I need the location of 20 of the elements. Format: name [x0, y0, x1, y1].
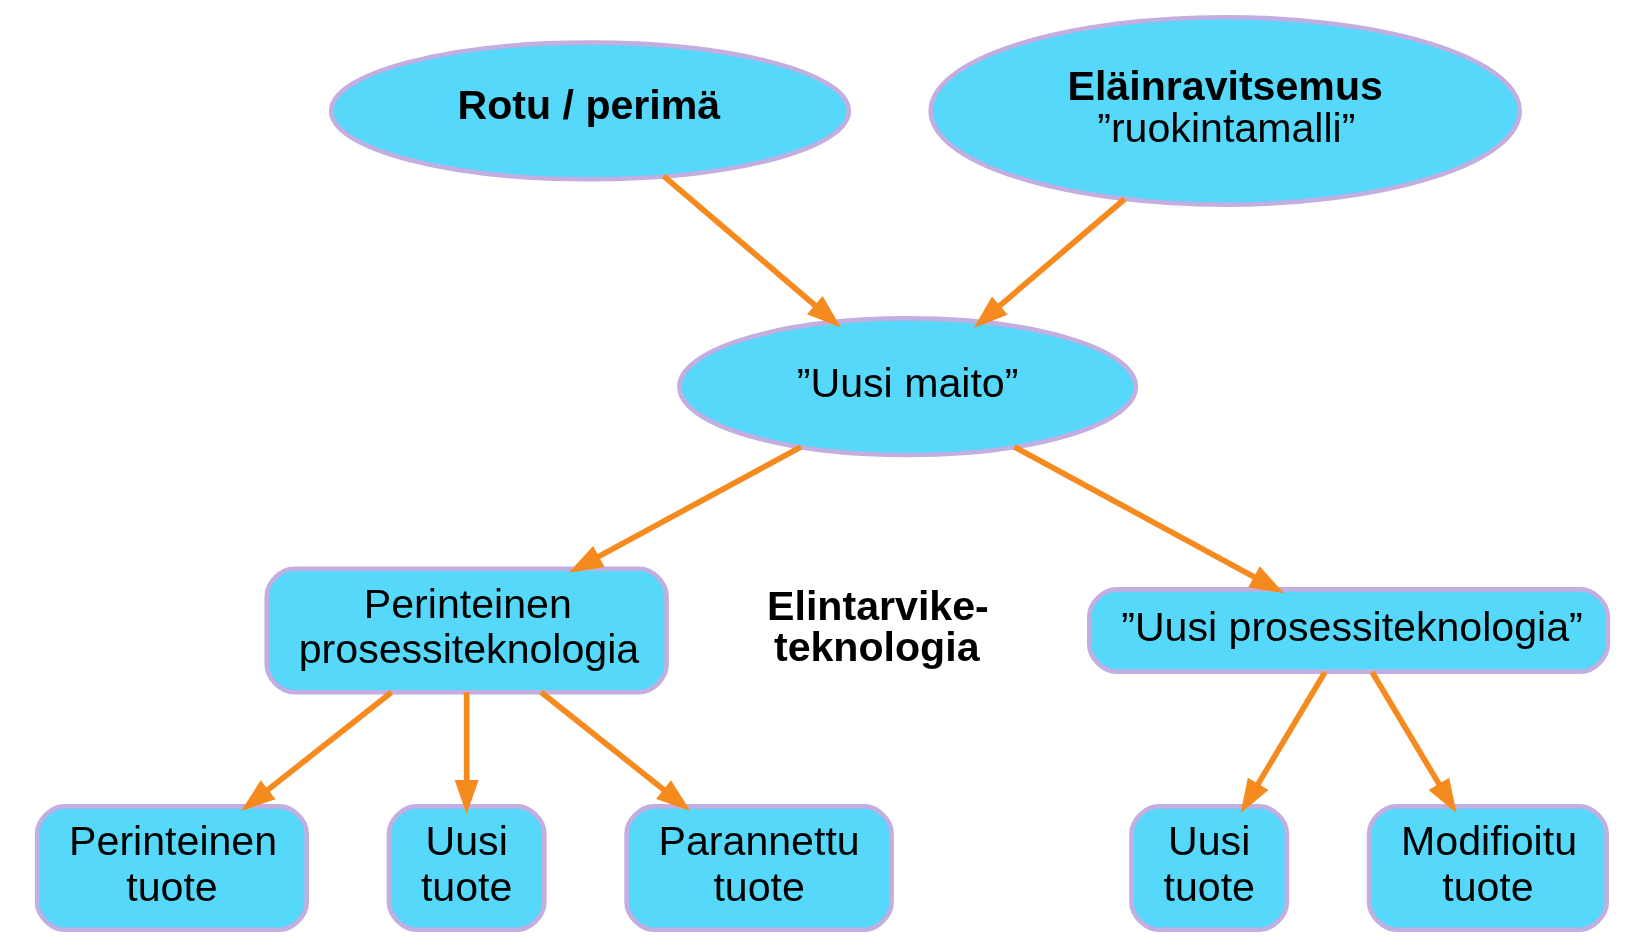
arrow: [568, 444, 802, 573]
arrow: [661, 173, 841, 328]
node-ellipse: ”Uusi maito”: [676, 316, 1138, 458]
arrow: [973, 196, 1127, 328]
arrow: [454, 692, 479, 815]
arrow: [538, 689, 690, 812]
node-ellipse: Eläinravitsemus ”ruokintamalli”: [927, 14, 1522, 207]
arrow: [240, 689, 393, 812]
node-box: Perinteinen prosessiteknologia: [263, 566, 669, 695]
node-box: ”Uusi prosessiteknologia”: [1086, 587, 1610, 674]
node-box: Perinteinen tuote: [34, 804, 309, 933]
node-box: Parannettu tuote: [623, 804, 894, 933]
node-box: Uusi tuote: [386, 804, 547, 933]
arrow: [1240, 670, 1327, 814]
label: Elintarvike- teknologia: [766, 582, 989, 671]
node-box: Uusi tuote: [1128, 804, 1289, 933]
node-ellipse: Rotu / perimä: [328, 40, 851, 182]
node-box: Modifioitu tuote: [1366, 804, 1609, 933]
arrow: [1012, 444, 1284, 594]
arrow: [1369, 670, 1457, 814]
